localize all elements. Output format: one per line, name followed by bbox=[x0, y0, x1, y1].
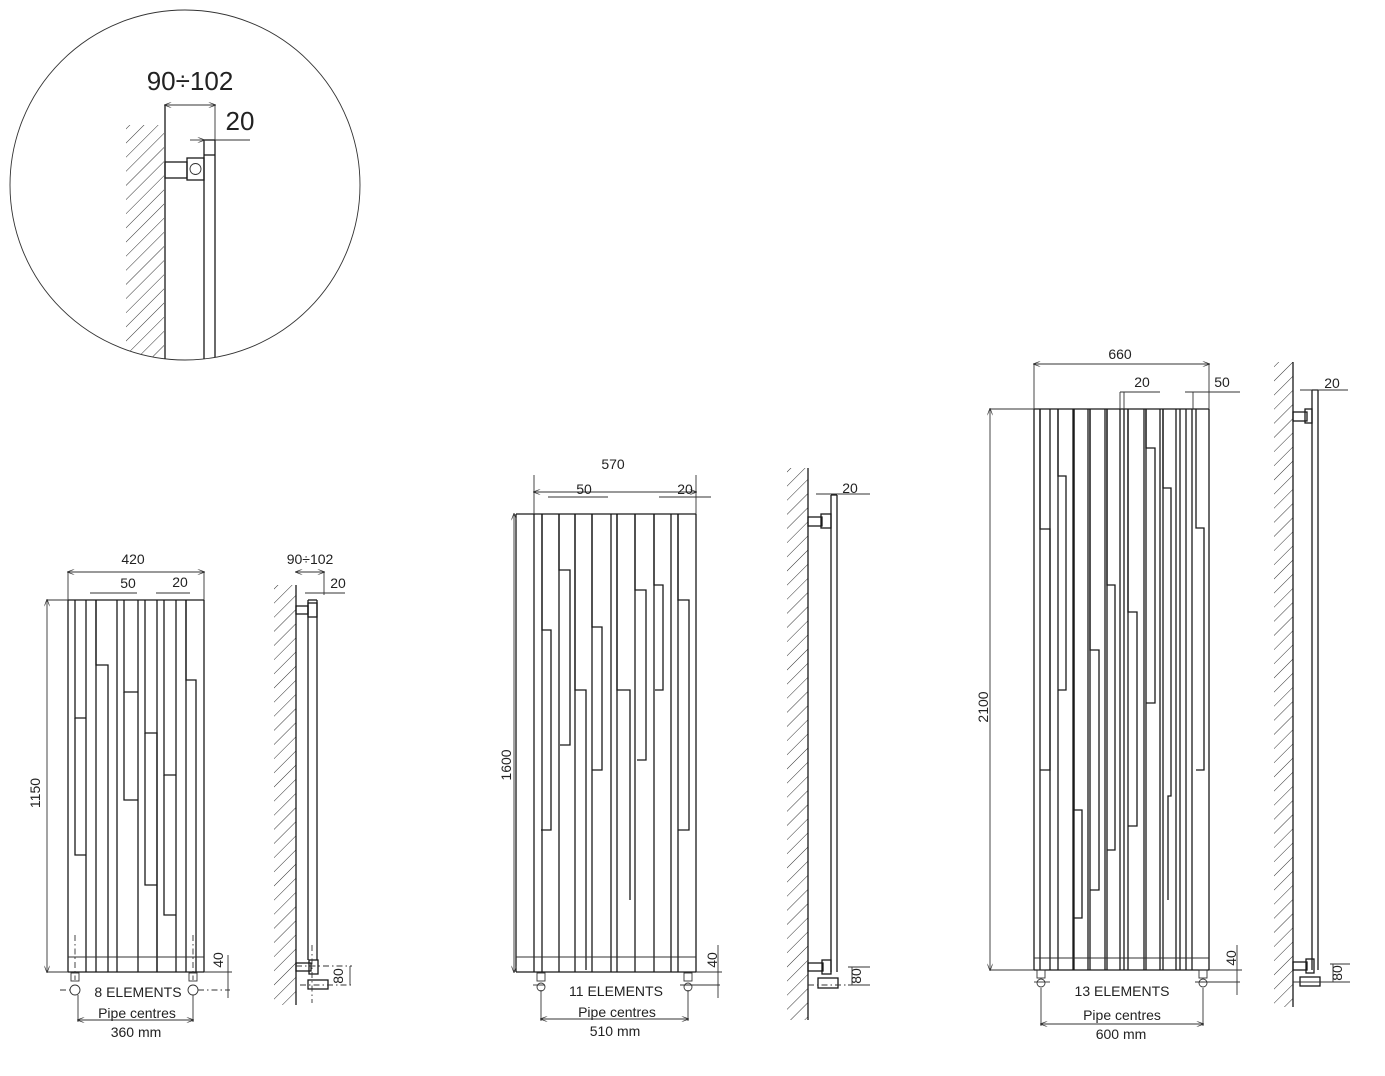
tube-label: 20 bbox=[677, 481, 693, 497]
bottom-label: 40 bbox=[1223, 950, 1239, 966]
elements-label: 11 ELEMENTS bbox=[569, 983, 663, 999]
side-tube-label: 20 bbox=[330, 575, 346, 591]
radiator-small-front: 420 50 20 1150 40 8 ELEMENTS Pipe centre… bbox=[27, 551, 232, 1040]
detail-circle bbox=[9, 9, 361, 361]
radiator-medium-front: 570 50 20 1600 40 11 ELEMENTS Pipe centr… bbox=[498, 456, 722, 1039]
spacing-label: 50 bbox=[1214, 374, 1230, 390]
tube-label: 20 bbox=[1134, 374, 1150, 390]
pipe-centres-label: Pipe centres bbox=[1083, 1007, 1161, 1023]
detail-tube-label: 20 bbox=[226, 106, 255, 136]
side-tube-label: 20 bbox=[1324, 375, 1340, 391]
detail-depth-label: 90÷102 bbox=[147, 66, 234, 96]
pipe-centres-value: 600 mm bbox=[1096, 1026, 1147, 1042]
bottom-label: 40 bbox=[210, 952, 226, 968]
valve-icon bbox=[821, 959, 832, 975]
wall-hatch bbox=[126, 125, 164, 360]
radiator-medium-side: 20 80 bbox=[787, 468, 870, 1020]
valve-left-icon bbox=[1036, 969, 1046, 979]
side-depth-label: 90÷102 bbox=[287, 551, 334, 567]
pipe-centres-label: Pipe centres bbox=[98, 1005, 176, 1021]
height-label: 2100 bbox=[975, 691, 991, 722]
height-label: 1600 bbox=[498, 749, 514, 780]
pipe-centres-value: 360 mm bbox=[111, 1024, 162, 1040]
pipe-centres-value: 510 mm bbox=[590, 1023, 641, 1039]
valve-left-icon bbox=[536, 972, 546, 982]
side-valve-label: 80 bbox=[848, 968, 864, 984]
valve-right-icon bbox=[1198, 969, 1208, 979]
radiator-large-side: 20 80 bbox=[1274, 362, 1350, 1007]
valve-icon bbox=[308, 959, 319, 975]
side-valve-label: 80 bbox=[1329, 965, 1345, 981]
valve-left-icon bbox=[70, 972, 80, 982]
spacing-label: 50 bbox=[120, 575, 136, 591]
tube-label: 20 bbox=[172, 574, 188, 590]
pipe-centres-label: Pipe centres bbox=[578, 1004, 656, 1020]
valve-icon bbox=[1305, 958, 1315, 974]
side-tube-label: 20 bbox=[842, 480, 858, 496]
spacing-label: 50 bbox=[576, 481, 592, 497]
bracket-screw-icon bbox=[189, 163, 202, 175]
valve-right-icon bbox=[188, 972, 198, 982]
elements-label: 8 ELEMENTS bbox=[94, 984, 181, 1000]
elements-label: 13 ELEMENTS bbox=[1075, 983, 1170, 999]
height-label: 1150 bbox=[27, 778, 43, 808]
radiator-large-front: 660 20 50 2100 40 13 ELEMENTS Pipe centr… bbox=[975, 346, 1242, 1042]
detail-view: 90÷102 20 bbox=[9, 9, 361, 361]
wall-bracket bbox=[164, 161, 188, 179]
side-valve-label: 80 bbox=[330, 968, 346, 984]
bottom-label: 40 bbox=[704, 952, 720, 968]
radiator-small-side: 90÷102 20 80 bbox=[274, 551, 352, 1005]
valve-right-icon bbox=[683, 972, 693, 982]
width-label: 660 bbox=[1108, 346, 1132, 362]
width-label: 420 bbox=[121, 551, 145, 567]
width-label: 570 bbox=[601, 456, 625, 472]
